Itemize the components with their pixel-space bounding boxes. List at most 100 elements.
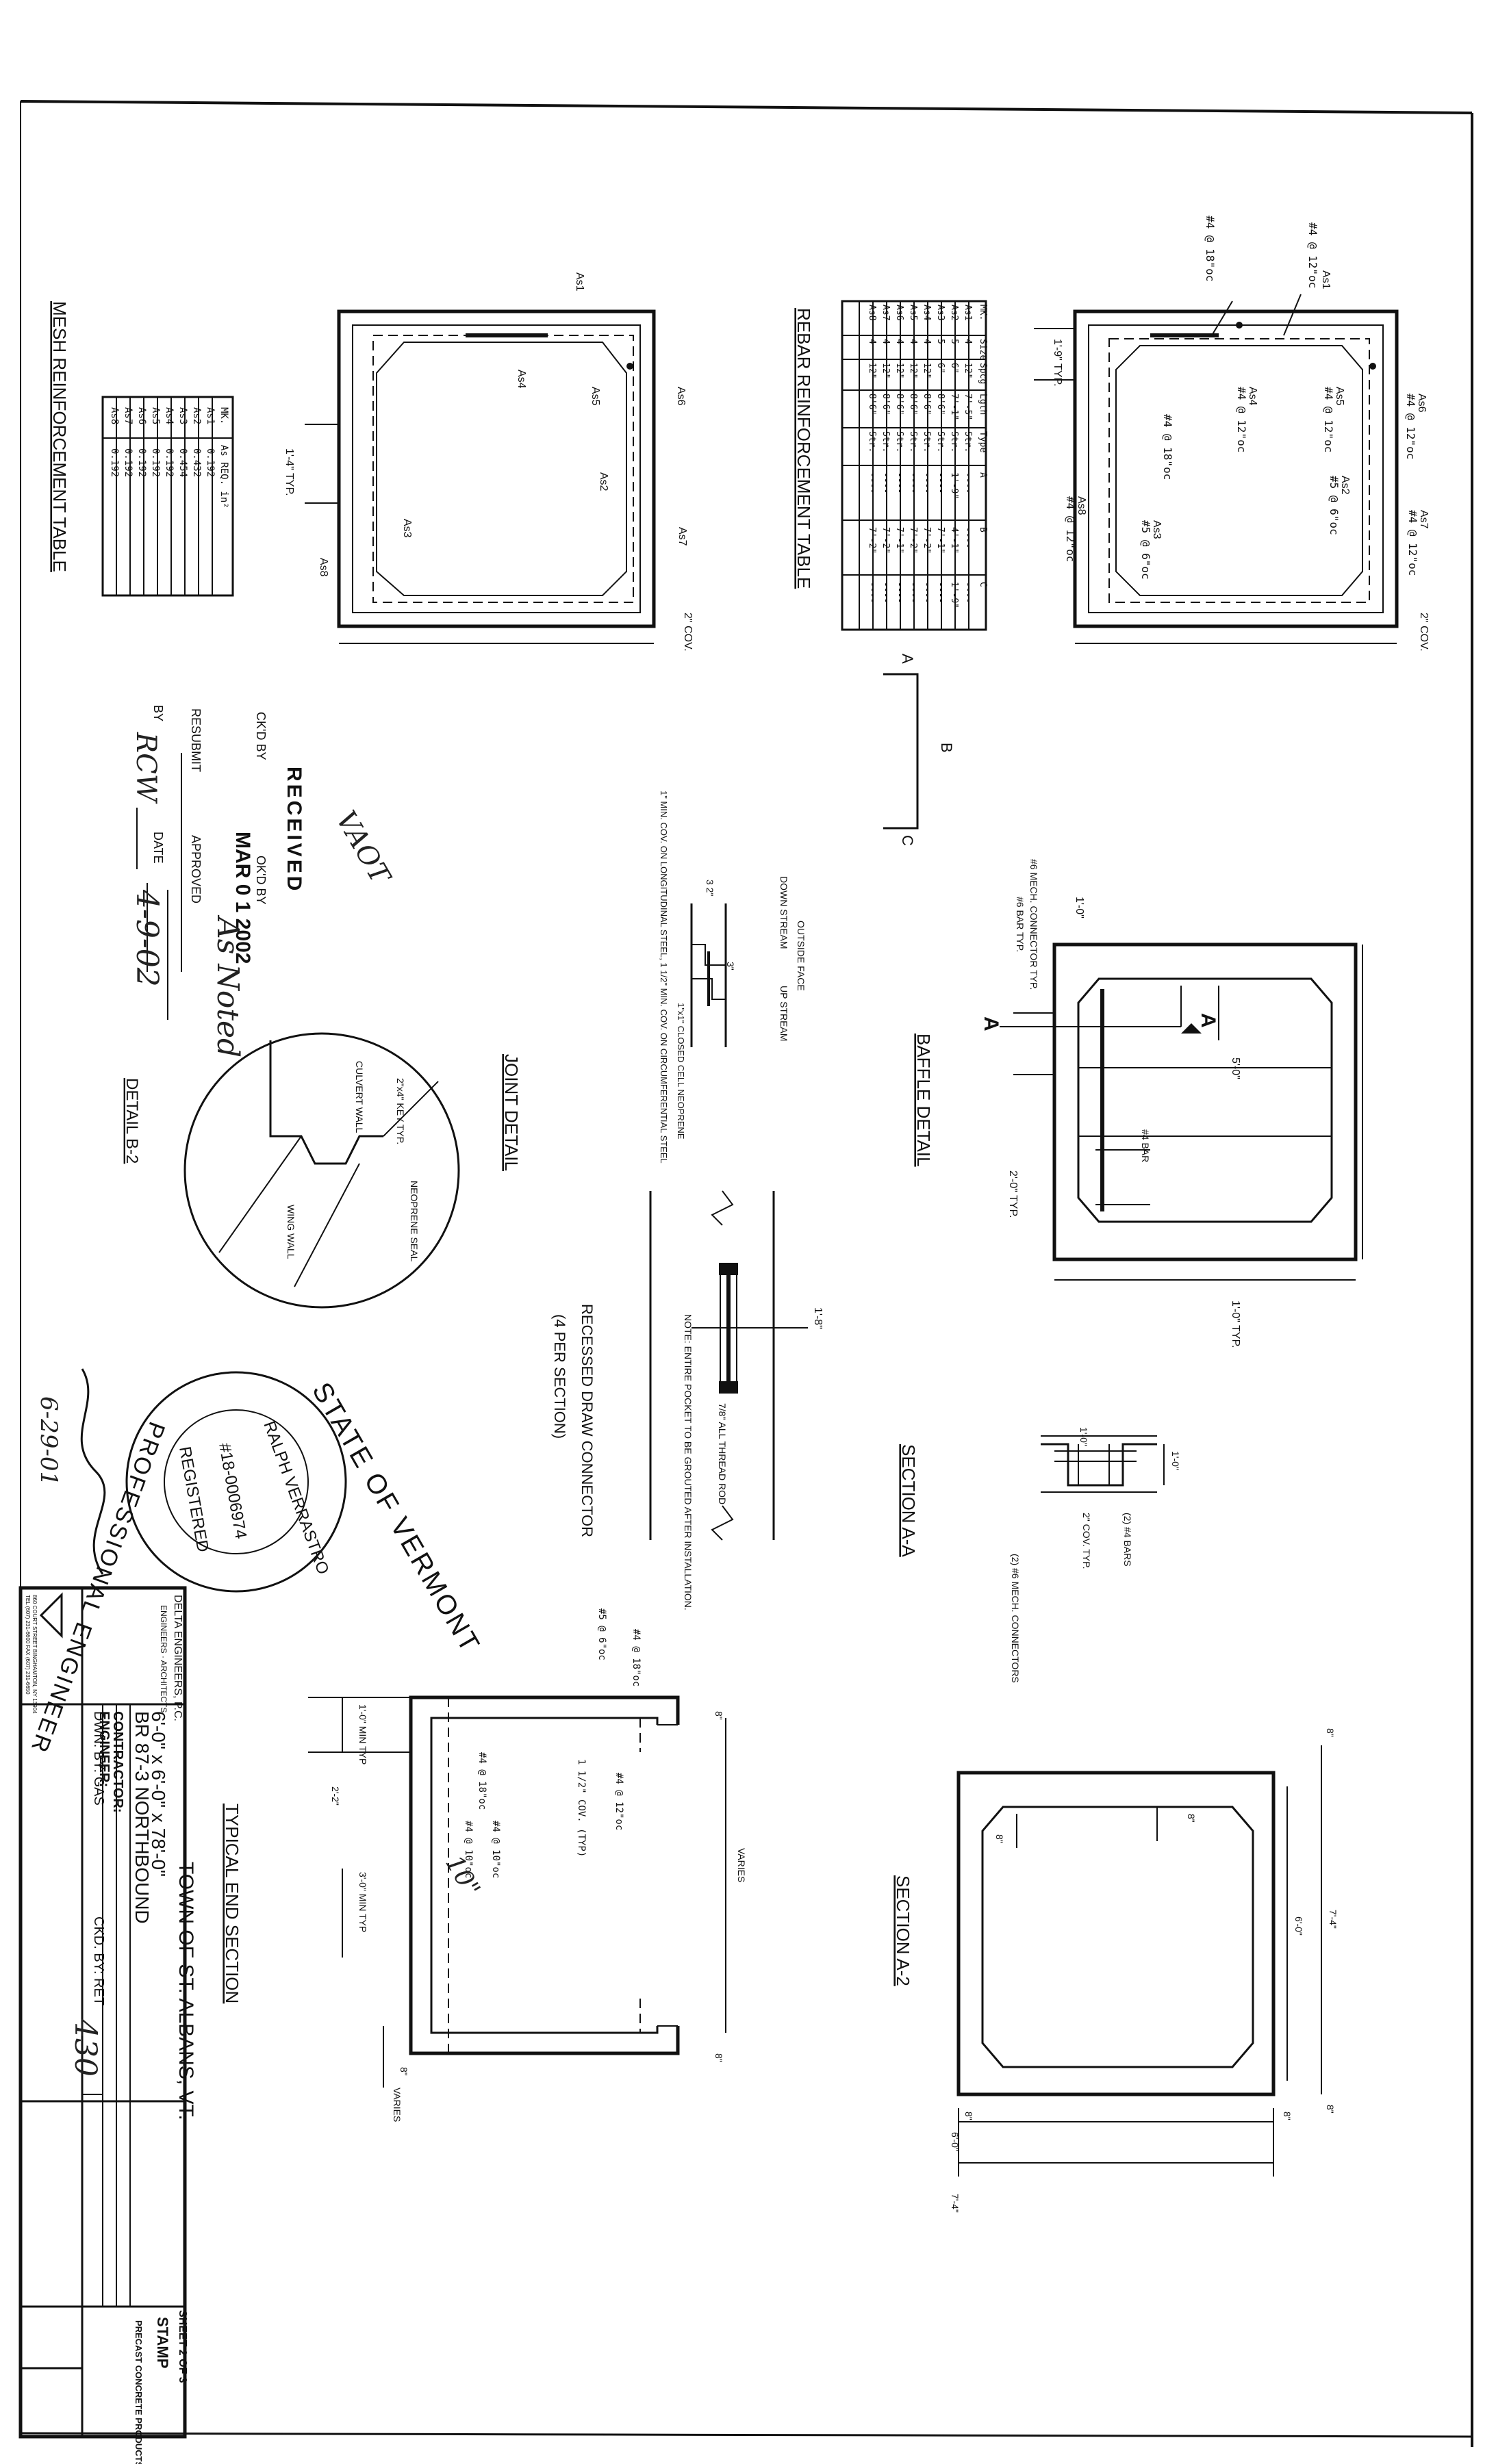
- end-section-dim: VARIES: [392, 2088, 403, 2122]
- rebar-table-cell: ----: [894, 582, 904, 603]
- rebar-table-cell: ----: [922, 582, 932, 603]
- rebar-table-title: REBAR REINFORCEMENT TABLE: [794, 308, 814, 589]
- bar-shape-diagram: [883, 673, 919, 830]
- rebar-table-cell: 4: [894, 339, 904, 344]
- baffle-dim: 1'-0" TYP.: [1230, 1300, 1241, 1348]
- mesh-cell: 0.192: [150, 448, 161, 477]
- mesh-cell: 0.432: [191, 448, 202, 477]
- rebar-table-cell: Str.: [963, 431, 973, 452]
- mesh-mark-as4: As4: [516, 370, 527, 389]
- mesh-cell: 0.192: [123, 448, 134, 477]
- title-address2: TEL (607) 231-6600 FAX (607) 231-6650: [25, 1595, 31, 1695]
- rebar-table-cell: As7: [880, 305, 891, 320]
- title-firm: DELTA ENGINEERS, P.C.: [172, 1595, 183, 1721]
- rebar-mark-as1: As1: [1320, 270, 1332, 290]
- baffle-dim: 5'-0": [1230, 1057, 1241, 1079]
- rebar-table-cell: 4'-1": [949, 527, 959, 554]
- rebar-table-cell: 7'-2": [922, 527, 932, 554]
- baffle-note: #6 MECH. CONNECTOR TYP.: [1028, 859, 1039, 990]
- rebar-reinforcement-table: [841, 300, 987, 631]
- baffle-title: BAFFLE DETAIL: [913, 1034, 934, 1167]
- rebar-callout: #5 @ 6"oc: [1139, 520, 1152, 580]
- mesh-mark-as6: As6: [675, 387, 687, 406]
- rebar-table-cell: Str.: [949, 431, 959, 452]
- bar-shape-label-b: B: [938, 743, 955, 753]
- section-aa-drawing: [1041, 1435, 1165, 1493]
- rebar-table-cell: 12": [922, 363, 932, 378]
- mesh-mark-as1: As1: [574, 272, 585, 292]
- joint-note: OUTSIDE FACE: [796, 921, 807, 991]
- title-sheet: SHEET 2 OF 3: [177, 2310, 188, 2383]
- mesh-section-drawing: [305, 309, 656, 644]
- mesh-table-title: MESH REINFORCEMENT TABLE: [49, 301, 70, 572]
- section-a2-dim: 8": [1186, 1814, 1197, 1823]
- rebar-table-cell: ----: [908, 582, 918, 603]
- rebar-table-cell: ----: [908, 472, 918, 493]
- rebar-table-cell: 5: [935, 339, 946, 344]
- mesh-cell: 0.192: [136, 448, 147, 477]
- received-stamp: [136, 753, 182, 1020]
- stamp-resubmit: RESUBMIT: [189, 708, 203, 772]
- baffle-note: #4 BAR: [1140, 1129, 1151, 1162]
- detail-b2-title: DETAIL B-2: [123, 1078, 141, 1164]
- mesh-cell: 0.454: [177, 448, 188, 477]
- rebar-table-cell: Str.: [922, 431, 932, 452]
- rebar-cov: 2" COV.: [1418, 613, 1430, 652]
- mesh-cell: 0.192: [205, 448, 216, 477]
- rebar-callout: #4 @ 18"oc: [1204, 216, 1217, 281]
- rebar-section-drawing: [1034, 294, 1399, 644]
- rebar-table-cell: Str.: [908, 431, 918, 452]
- rebar-table-cell: 7'-2": [880, 527, 891, 554]
- mesh-cell: As3: [177, 407, 188, 424]
- rebar-table-cell: MK.: [978, 305, 988, 320]
- rebar-table-cell: As4: [922, 305, 932, 321]
- end-section-note: #4 @ 18"oc: [477, 1752, 487, 1810]
- rebar-table-cell: Spcg: [978, 363, 988, 384]
- baffle-note: #6 BAR TYP.: [1015, 897, 1026, 952]
- rebar-table-cell: ----: [963, 582, 973, 603]
- rebar-table-cell: 8'6": [922, 394, 932, 415]
- detail-b2-note: CULVERT WALL: [354, 1061, 365, 1133]
- rebar-table-cell: ----: [867, 582, 877, 603]
- draw-connector-title: RECESSED DRAW CONNECTOR: [579, 1304, 596, 1537]
- rebar-table-cell: 12": [963, 363, 973, 378]
- section-a2-dim: 8": [1325, 1728, 1336, 1737]
- stamp-date-hand: 4-9-02: [129, 889, 164, 987]
- section-aa-title: SECTION A-A: [898, 1444, 919, 1557]
- rebar-table-cell: As6: [894, 305, 904, 320]
- title-brand: STAMP: [154, 2317, 171, 2368]
- rebar-table-cell: 7'-1": [935, 527, 946, 554]
- mesh-cov: 2" COV.: [682, 613, 694, 652]
- end-section-dim: 8": [713, 2053, 724, 2062]
- rebar-table-cell: 12": [894, 363, 904, 378]
- rebar-table-cell: Str.: [880, 431, 891, 452]
- rebar-table-cells: MK.SizeSpcgLgthTypeABCAs1412"7'-5"Str.--…: [867, 305, 988, 608]
- rebar-table-cell: ----: [963, 527, 973, 548]
- mesh-cell: As7: [123, 407, 134, 424]
- mesh-cell: As8: [109, 407, 120, 424]
- baffle-dim: 2'-0" TYP.: [1007, 1170, 1019, 1218]
- section-aa-note: (2) #6 MECH. CONNECTORS: [1010, 1554, 1021, 1683]
- draw-connector-note2: 7/8" ALL THREAD ROD: [717, 1403, 728, 1504]
- rebar-table-cell: 6": [935, 363, 946, 374]
- draw-connector-subtitle: (4 PER SECTION): [551, 1314, 568, 1439]
- rebar-table-cell: 8'6": [908, 394, 918, 415]
- draw-connector-dim: 1'-8": [812, 1307, 824, 1329]
- section-a2-dim: 6'-0": [1293, 1916, 1304, 1936]
- rebar-table-cell: ----: [867, 472, 877, 493]
- rebar-table-cell: 1'-9": [949, 472, 959, 499]
- bar-shape-label-c: C: [899, 835, 916, 846]
- baffle-cut-label-2: A: [1197, 1013, 1219, 1028]
- title-address1: 860 COURT STREET BINGHAMTON, NY 13904: [31, 1595, 38, 1714]
- section-a2-drawing: [956, 1745, 1322, 2177]
- stamp-date: MAR 0 1 2002: [231, 832, 254, 964]
- end-section-note: 1 1/2" COV. (TYP): [576, 1759, 587, 1857]
- detail-b2-note: 2"x4" KEY TYP.: [395, 1078, 406, 1144]
- rebar-table-cell: ----: [963, 472, 973, 493]
- section-aa-dim: 1'-0": [1170, 1451, 1181, 1470]
- section-a2-dim: 8": [1325, 2105, 1336, 2114]
- rebar-table-cell: 7'-1": [894, 527, 904, 554]
- rebar-table-cell: ----: [880, 582, 891, 603]
- section-a2-dim: 8": [994, 1834, 1005, 1843]
- rebar-mark-as5: As5: [1334, 387, 1345, 406]
